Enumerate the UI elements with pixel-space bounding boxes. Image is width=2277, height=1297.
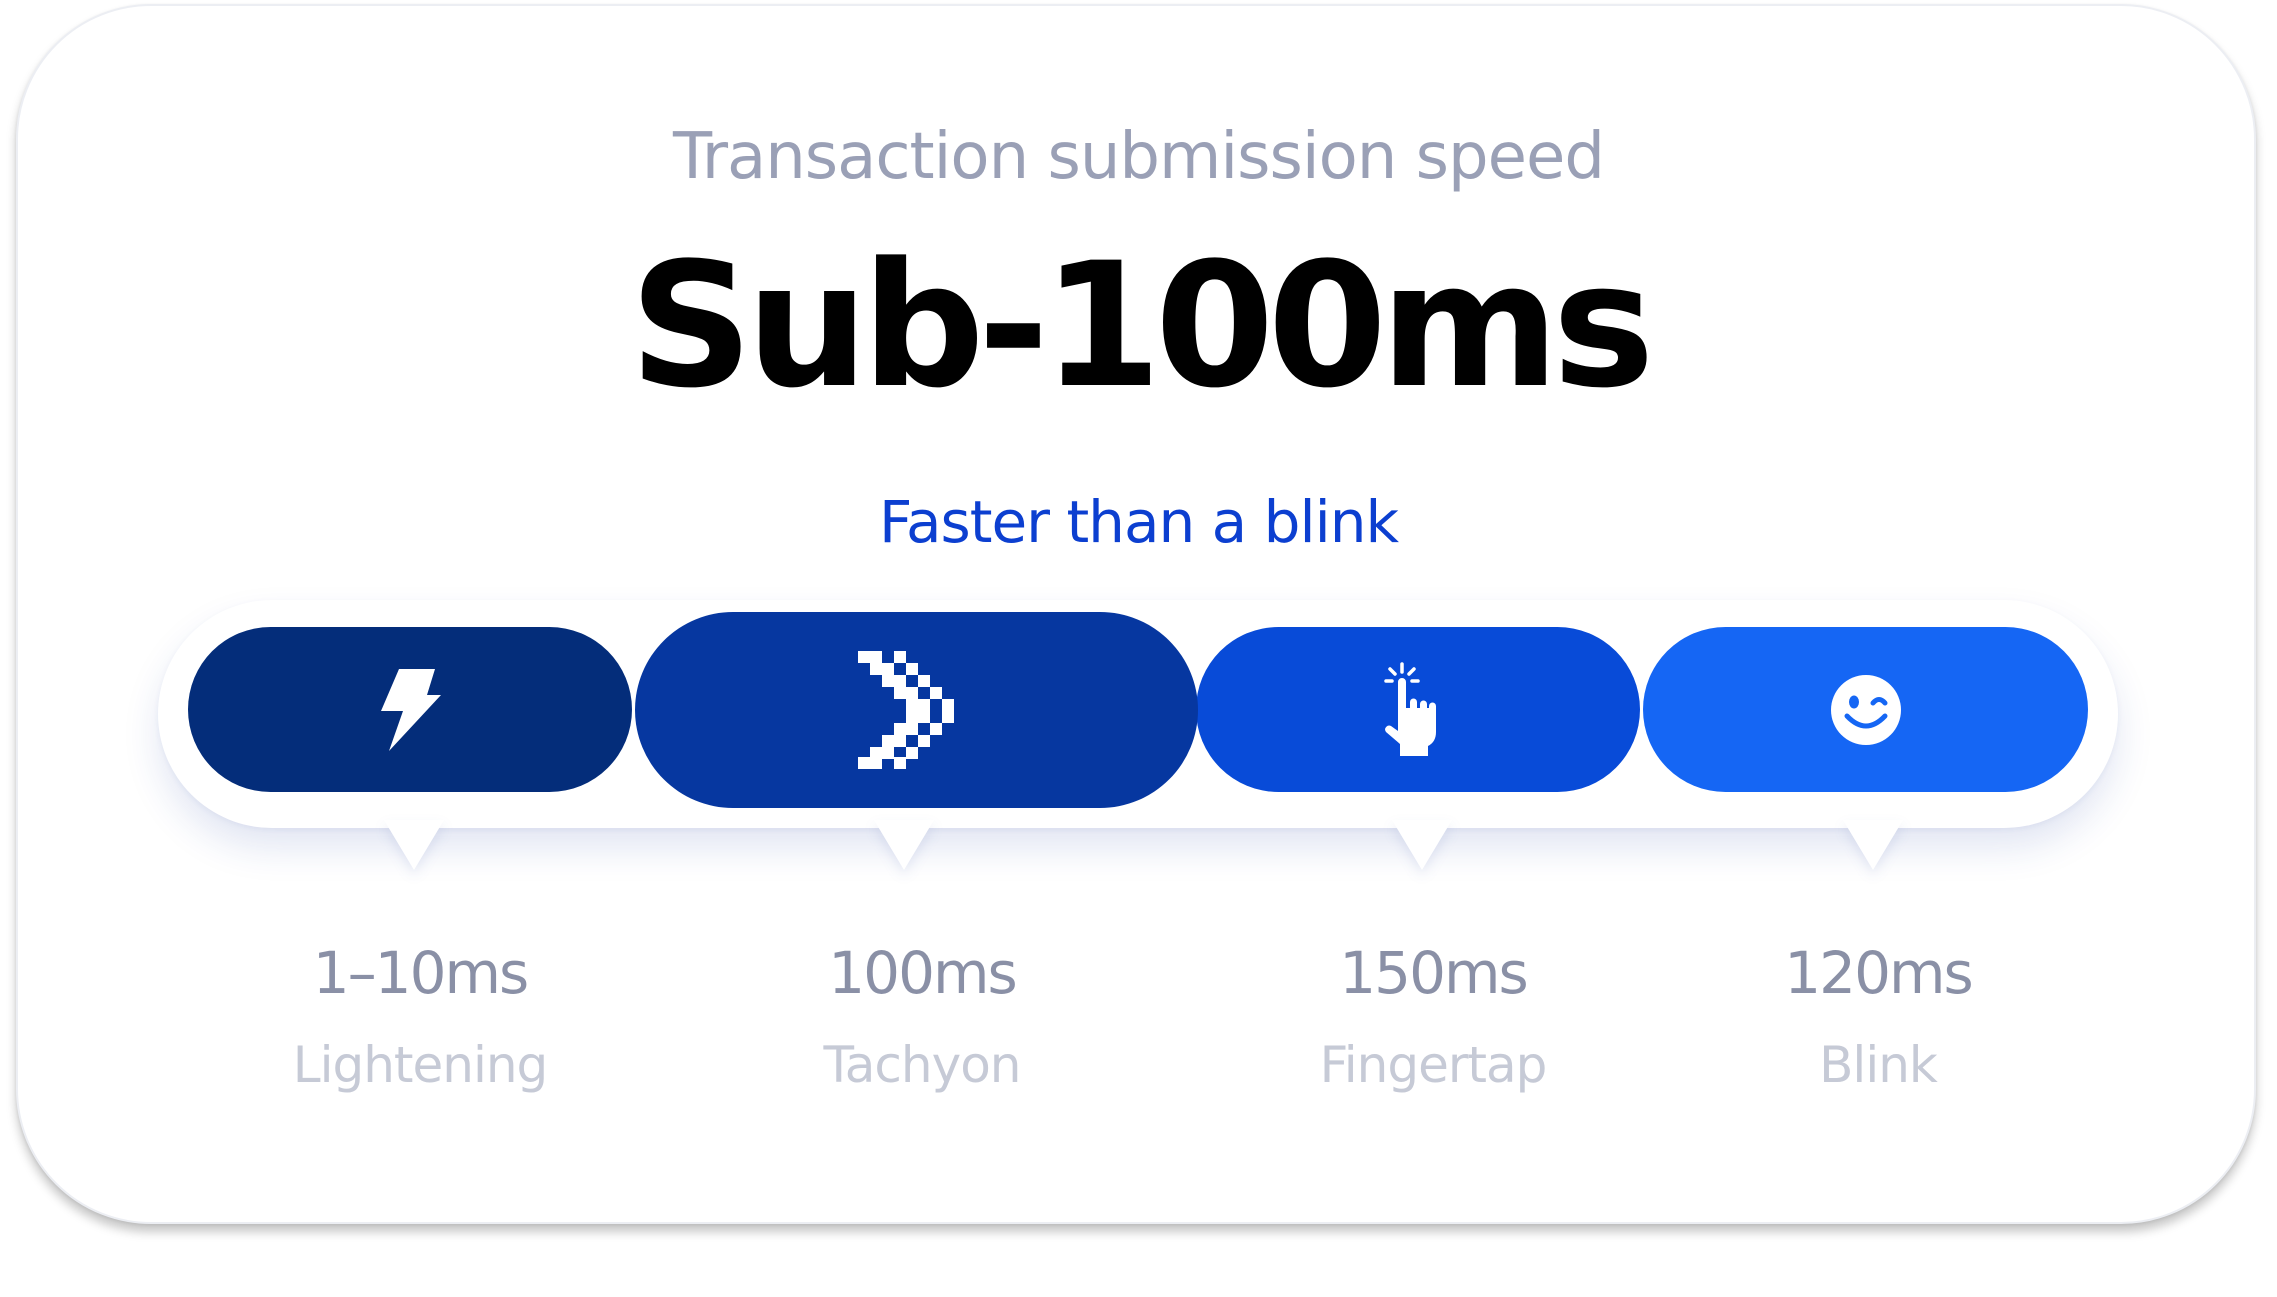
pill-tachyon [635, 612, 1198, 808]
metric-value: 150ms [1339, 939, 1528, 1007]
subline: Faster than a blink [878, 488, 1399, 556]
winking-face-icon [1830, 674, 1901, 745]
metric-value: 100ms [828, 939, 1017, 1007]
pill-fingertap [1196, 627, 1640, 792]
pointer-fingertap [1392, 820, 1452, 870]
metric-value: 120ms [1784, 939, 1973, 1007]
metric-value: 1–10ms [312, 939, 529, 1007]
metric-fingertap: 150ms Fingertap [1213, 944, 1653, 1090]
metric-lightening: 1–10ms Lightening [200, 944, 640, 1090]
pixel-chevron-icon [857, 651, 954, 769]
metric-label: Lightening [292, 1036, 549, 1094]
pill-blink [1643, 627, 2088, 792]
metric-label: Blink [1819, 1036, 1938, 1094]
headline: Sub-100ms [629, 225, 1654, 426]
pointer-blink [1843, 820, 1903, 870]
pointing-hand-icon [1384, 661, 1436, 756]
pill-lightening [188, 627, 632, 792]
pointer-lightening [384, 820, 444, 870]
metric-label: Fingertap [1319, 1036, 1548, 1094]
eyebrow-title: Transaction submission speed [673, 120, 1605, 194]
metric-tachyon: 100ms Tachyon [702, 944, 1142, 1090]
pointer-tachyon [874, 820, 934, 870]
metric-label: Tachyon [823, 1036, 1022, 1094]
metric-blink: 120ms Blink [1658, 944, 2098, 1090]
lightning-icon [381, 668, 441, 751]
